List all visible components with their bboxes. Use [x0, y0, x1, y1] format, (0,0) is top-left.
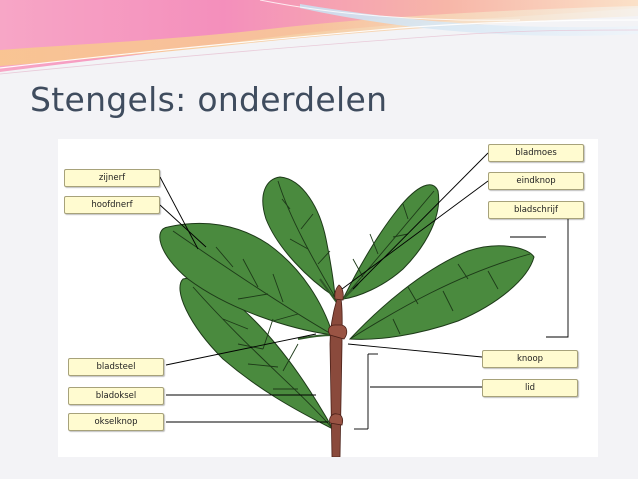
label-bladmoes: bladmoes: [488, 144, 584, 162]
plant-diagram: zijnerf hoofdnerf bladsteel bladoksel ok…: [58, 139, 598, 457]
label-lid: lid: [482, 379, 578, 397]
stem: [329, 298, 343, 457]
axillary-bud: [329, 413, 344, 426]
leaf-right: [348, 245, 535, 340]
node-bud: [327, 324, 348, 340]
label-bladsteel: bladsteel: [68, 358, 164, 376]
terminal-bud: [334, 284, 344, 301]
label-bladoksel: bladoksel: [68, 387, 164, 405]
slide-title: Stengels: onderdelen: [30, 80, 388, 119]
label-hoofdnerf: hoofdnerf: [64, 196, 160, 214]
plant-illustration: [159, 152, 569, 457]
leaf-lower-left: [179, 277, 335, 431]
label-eindknop: eindknop: [488, 172, 584, 190]
label-bladschijf: bladschrijf: [488, 201, 584, 219]
label-okselknop: okselknop: [68, 413, 164, 431]
decorative-banner: [0, 0, 638, 75]
label-zijnerf: zijnerf: [64, 169, 160, 187]
label-knoop: knoop: [482, 350, 578, 368]
